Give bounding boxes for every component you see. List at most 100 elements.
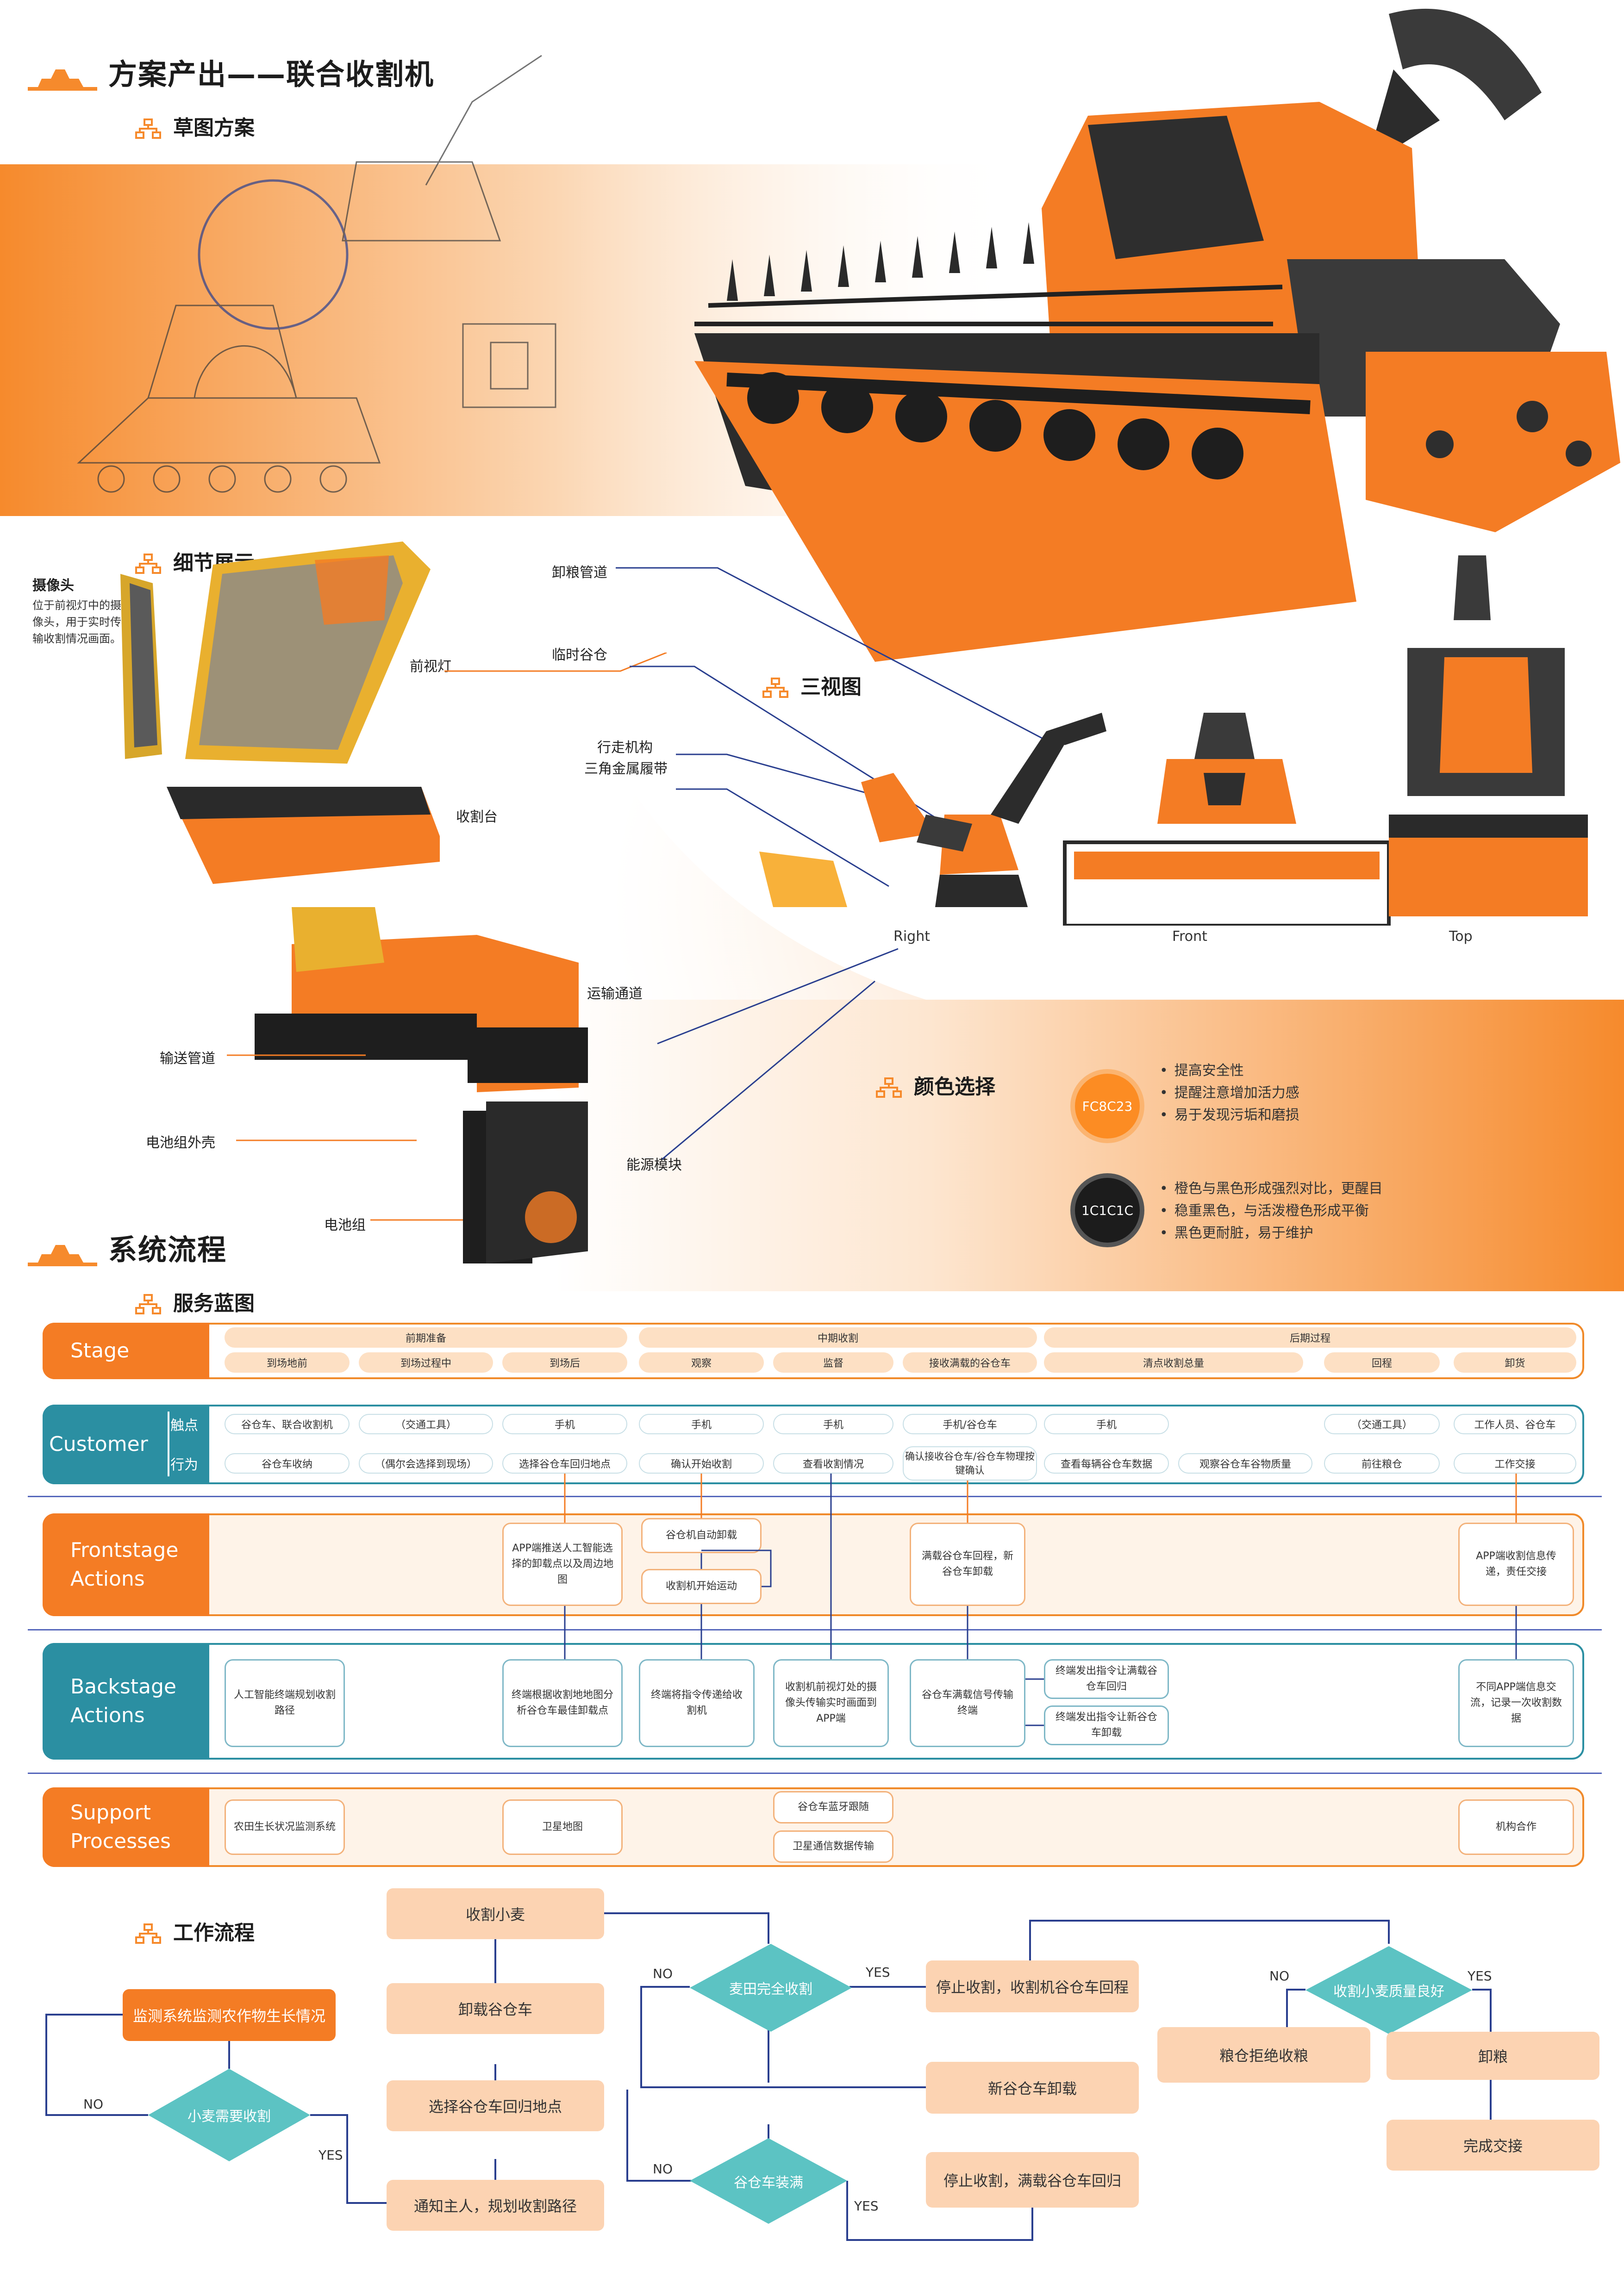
support-card: 机构合作: [1458, 1799, 1574, 1855]
views-heading: 三视图: [762, 670, 862, 700]
three-view-drawings: [759, 555, 1588, 926]
phase-mid: 中期收割: [639, 1327, 1037, 1348]
stop-return-box: 停止收割，收割机谷仓车回程: [926, 1960, 1139, 2012]
battery-pack-label: 电池组: [324, 1217, 366, 1233]
support-card: 谷仓车蓝牙跟随: [773, 1791, 893, 1823]
system-title: 系统流程: [28, 1226, 227, 1268]
wheat-pile-icon: [28, 69, 97, 91]
transport-channel-label: 运输通道: [587, 986, 643, 1002]
visibility-line: [28, 1629, 1602, 1630]
hierarchy-icon: [135, 1294, 161, 1314]
cart-full-text: 谷仓车装满: [734, 2174, 803, 2191]
customer-action: 查看收割情况: [773, 1453, 893, 1474]
customer-divider: [168, 1412, 169, 1476]
harvest-box: 收割小麦: [387, 1888, 604, 1939]
backstage-card: 终端将指令传递给收割机: [639, 1659, 755, 1747]
customer-action: 选择谷仓车回归地点: [502, 1453, 627, 1474]
walking-label-1: 行走机构: [597, 740, 653, 756]
done-box: 完成交接: [1387, 2120, 1599, 2171]
frontstage-label-2: Actions: [70, 1567, 145, 1591]
orange-point-1: 提高安全性: [1160, 1060, 1299, 1082]
system-title-text: 系统流程: [108, 1233, 227, 1267]
touchpoint: 手机: [639, 1414, 764, 1434]
backstage-label-1: Backstage: [70, 1675, 176, 1699]
reject-box: 粮仓拒绝收粮: [1157, 2027, 1370, 2083]
walking-label-2: 三角金属履带: [584, 761, 668, 777]
touch-label: 触点: [170, 1418, 198, 1434]
notify-box: 通知主人，规划收割路径: [387, 2180, 604, 2231]
stage-step: 卸货: [1454, 1352, 1576, 1373]
hierarchy-icon: [876, 1077, 902, 1098]
black-point-1: 橙色与黑色形成强烈对比，更醒目: [1160, 1178, 1383, 1200]
touchpoint: 谷仓车、联合收割机: [225, 1414, 350, 1434]
customer-action: （偶尔会选择到现场）: [359, 1453, 493, 1474]
orange-point-3: 易于发现污垢和磨损: [1160, 1104, 1299, 1126]
callout-lines-left: [444, 653, 667, 672]
touchpoint: 手机/谷仓车: [903, 1414, 1037, 1434]
battery-shell-label: 电池组外壳: [146, 1135, 215, 1151]
black-points: 橙色与黑色形成强烈对比，更醒目 稳重黑色，与活泼橙色形成平衡 黑色更耐脏，易于维…: [1160, 1178, 1383, 1244]
new-unload-box: 新谷仓车卸载: [926, 2062, 1139, 2114]
views-heading-text: 三视图: [800, 675, 862, 699]
detail-renders: [120, 541, 440, 884]
support-card: 卫星地图: [502, 1799, 623, 1855]
hierarchy-icon: [762, 678, 788, 698]
phase-late: 后期过程: [1044, 1327, 1576, 1348]
hierarchy-icon: [135, 1923, 161, 1944]
interaction-line: [28, 1496, 1602, 1497]
stage-step: 到场地前: [225, 1352, 350, 1373]
hierarchy-icon: [135, 554, 161, 574]
camera-desc-3: 输收割情况画面。: [32, 632, 121, 645]
frontstage-card: APP端推送人工智能选择的卸载点以及周边地图: [502, 1523, 623, 1606]
support-label-box: Support Processes: [43, 1787, 209, 1867]
internal-line: [28, 1773, 1602, 1774]
blueprint-heading: 服务蓝图: [134, 1287, 255, 1316]
view-front-label: Front: [1172, 928, 1207, 945]
field-done-text: 麦田完全收割: [729, 1981, 812, 1997]
backstage-card: 人工智能终端规划收割路径: [225, 1659, 345, 1747]
unload-pipe-label: 卸粮管道: [552, 565, 607, 581]
action-label: 行为: [170, 1457, 198, 1473]
camera-title: 摄像头: [32, 578, 74, 594]
customer-action: 确认接收谷仓车/谷仓车物理按键确认: [903, 1446, 1037, 1481]
callout-lines-right: [227, 948, 899, 1221]
yes-label: YES: [854, 2198, 879, 2214]
black-point-3: 黑色更耐脏，易于维护: [1160, 1222, 1383, 1244]
frontstage-label-1: Frontstage: [70, 1538, 179, 1562]
support-label-2: Processes: [70, 1829, 171, 1853]
hierarchy-icon: [135, 118, 161, 139]
color-heading: 颜色选择: [875, 1070, 995, 1100]
backstage-card: 终端根据收割地地图分析谷仓车最佳卸载点: [502, 1659, 623, 1747]
lower-renders: [255, 907, 588, 1263]
touchpoint: （交通工具）: [359, 1414, 493, 1434]
backstage-card: 不同APP端信息交流，记录一次收割数据: [1458, 1659, 1574, 1747]
black-point-2: 稳重黑色，与活泼橙色形成平衡: [1160, 1200, 1383, 1222]
stage-label: Stage: [43, 1323, 209, 1379]
headlight-label: 前视灯: [410, 659, 451, 675]
quality-decision: 收割小麦质量良好: [1305, 1946, 1472, 2034]
touchpoint: （交通工具）: [1324, 1414, 1440, 1434]
workflow-heading-text: 工作流程: [173, 1921, 255, 1945]
customer-action: 观察谷仓车谷物质量: [1178, 1453, 1312, 1474]
backstage-label-box: Backstage Actions: [43, 1643, 209, 1760]
no-label: NO: [1269, 1968, 1289, 1984]
page-title: 方案产出——联合收割机: [28, 51, 434, 93]
sketch-heading: 草图方案: [134, 111, 255, 141]
frontstage-card: 谷仓机自动卸载: [641, 1518, 762, 1553]
frontstage-label-box: Frontstage Actions: [43, 1513, 209, 1616]
need-harvest-decision: 小麦需要收割: [148, 2069, 310, 2161]
need-harvest-text: 小麦需要收割: [187, 2109, 271, 2125]
unload-cart-box: 卸载谷仓车: [387, 1983, 604, 2034]
monitor-box: 监测系统监测农作物生长情况: [123, 1989, 336, 2041]
support-card: 农田生长状况监测系统: [225, 1799, 345, 1855]
stop-full-box: 停止收割，满载谷仓车回归: [926, 2152, 1139, 2208]
orange-point-2: 提醒注意增加活力感: [1160, 1082, 1299, 1104]
temp-bin-label: 临时谷仓: [552, 647, 607, 663]
black-swatch: 1C1C1C: [1075, 1178, 1140, 1243]
backstage-card: 谷仓车满载信号传输终端: [910, 1659, 1025, 1747]
no-label: NO: [653, 1966, 673, 1981]
field-done-decision: 麦田完全收割: [690, 1944, 852, 2032]
view-top-label: Top: [1449, 928, 1473, 945]
